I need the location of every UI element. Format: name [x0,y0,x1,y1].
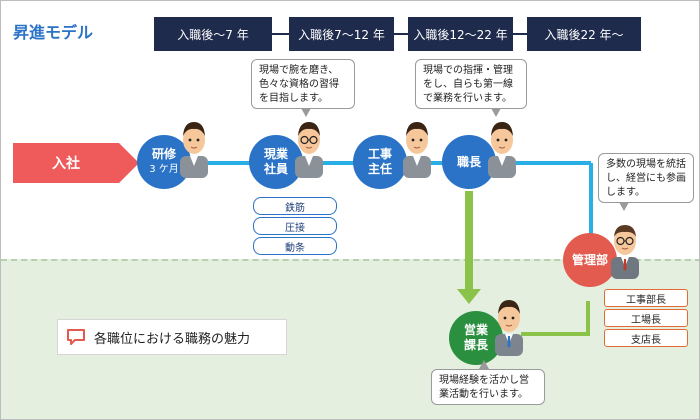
skill-tag-rebar: 鉄筋 [253,197,337,215]
sales-arrow-head [457,289,481,304]
speech-bubble-icon [67,329,85,345]
node-training-label: 研修 [151,147,176,161]
manager-tag-construction-director: 工事部長 [604,289,688,307]
node-sales-manager-label1: 営業 [463,323,488,337]
diagram-title: 昇進モデル [13,23,94,42]
skill-tag-third: 動条 [253,237,337,255]
bubble-line: し、経営にも参画 [606,173,686,184]
worker-avatar-icon [180,122,208,178]
period-0-7-years: 入職後〜7 年 [154,17,272,51]
bubble-tail [619,202,629,211]
node-foreman-label: 職長 [456,154,481,169]
entry-arrow-head [119,143,139,183]
bubble-line: で業務を行います。 [423,93,512,104]
manager-tag-branch-manager: 支店長 [604,329,688,347]
bubble-line: します。 [606,187,645,198]
glasses-staff-avatar-icon [295,122,323,178]
node-construction-chief: 工事 主任 [353,135,407,189]
bubble-line: 現場での指揮・管理 [423,65,513,76]
node-construction-chief-label2: 主任 [367,162,392,176]
skill-tag-pressure-welding: 圧接 [253,217,337,235]
foreman-bubble: 現場での指揮・管理 をし、自らも第一線 で業務を行います。 [415,59,527,109]
bubble-line: 色々な資格の習得 [259,79,339,90]
bubble-line: をし、自らも第一線 [423,79,513,90]
period-connector [513,33,527,35]
node-field-staff-label1: 現業 [263,147,288,161]
period-22-plus-years: 入職後22 年〜 [527,17,641,51]
job-appeal-box: 各職位における職務の魅力 [57,319,287,355]
node-field-staff-label2: 社員 [263,162,288,176]
management-bubble: 多数の現場を統括 し、経営にも参画 します。 [598,153,694,203]
bubble-line: 業活動を行います。 [439,389,528,400]
node-foreman: 職長 [442,135,496,189]
node-sales-manager: 営業 課長 [449,311,503,365]
job-appeal-label: 各職位における職務の魅力 [94,331,251,347]
bubble-line: 現場経験を活かし営 [439,375,529,386]
node-construction-chief-label1: 工事 [367,147,392,161]
period-7-12-years: 入職後7〜12 年 [289,17,394,51]
node-management: 管理部 [563,233,617,287]
sales-manager-bubble: 現場経験を活かし営 業活動を行います。 [431,369,545,405]
node-training-duration: 3 ケ月 [149,164,179,175]
bubble-line: 現場で腕を磨き、 [259,65,339,76]
field-staff-bubble: 現場で腕を磨き、 色々な資格の習得 を目指します。 [251,59,355,109]
chief-avatar-icon [403,122,431,178]
node-management-label: 管理部 [571,252,608,267]
bubble-line: を目指します。 [259,93,328,104]
period-timeline: 入職後〜7 年 入職後7〜12 年 入職後12〜22 年 入職後22 年〜 [154,17,641,51]
node-field-staff: 現業 社員 [249,135,303,189]
manager-tag-factory-manager: 工場長 [604,309,688,327]
node-sales-manager-label2: 課長 [463,338,488,352]
period-connector [394,33,408,35]
bubble-line: 多数の現場を統括 [606,159,686,170]
bubble-tail [479,360,489,369]
bubble-tail [491,108,501,117]
dashed-divider [1,259,699,261]
period-connector [272,33,289,35]
entry-box: 入社 [13,143,119,183]
sales-manager-link [521,301,590,336]
manager-avatar-icon [611,225,639,279]
foreman-avatar-icon [488,122,516,178]
period-12-22-years: 入職後12〜22 年 [408,17,513,51]
bubble-tail [301,108,311,117]
sales-manager-avatar-icon [495,300,523,356]
